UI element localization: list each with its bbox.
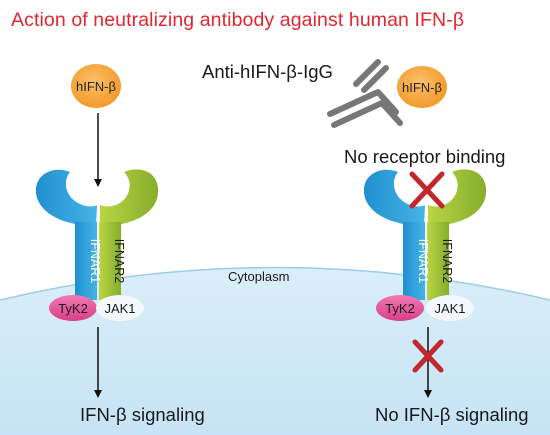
left-ligand-label: hIFN-β <box>76 79 116 94</box>
left-jak1 <box>96 295 144 321</box>
antibody-arm-upper <box>327 89 399 117</box>
left-ifnar1-extracellular <box>35 169 97 226</box>
right-tyk2-label: TyK2 <box>385 301 415 316</box>
right-ifnar1-label: IFNAR1 <box>416 239 430 284</box>
right-receptor-complex: IFNAR1 IFNAR2 TyK2 JAK1 <box>363 169 487 398</box>
left-outcome-label: IFN-β signaling <box>80 404 205 425</box>
right-outcome-label: No IFN-β signaling <box>375 404 529 425</box>
right-ifnar1-extracellular <box>363 169 425 226</box>
right-ifnar2-extracellular <box>428 169 487 226</box>
antibody-label: Anti-hIFN-β-IgG <box>202 61 333 82</box>
antibody-fc-upper <box>353 59 381 87</box>
antibody-bound-ligand-label: hIFN-β <box>402 80 442 95</box>
right-ifnar2-label: IFNAR2 <box>440 239 454 284</box>
left-tyk2 <box>49 295 97 321</box>
right-jak1-label: JAK1 <box>434 301 465 316</box>
left-ifnar1-stalk <box>75 222 97 300</box>
antibody-fc-lower <box>361 65 389 93</box>
antibody-igg: hIFN-β <box>327 59 447 128</box>
left-ifnar1-label: IFNAR1 <box>88 239 102 284</box>
left-ligand: hIFN-β <box>71 64 121 108</box>
left-ifnar2-stalk <box>99 222 121 300</box>
right-jak1 <box>426 295 474 321</box>
cytoplasm-label: Cytoplasm <box>228 269 290 284</box>
antibody-arm-lower <box>331 100 403 128</box>
signal-blocked-cross-icon <box>412 339 444 373</box>
antibody-bound-ligand <box>397 66 447 108</box>
left-ifnar2-extracellular <box>100 169 159 226</box>
no-receptor-binding-label: No receptor binding <box>344 146 506 167</box>
left-ifnar2-label: IFNAR2 <box>112 239 126 284</box>
left-jak1-label: JAK1 <box>104 301 135 316</box>
left-tyk2-label: TyK2 <box>58 301 88 316</box>
right-ifnar1-stalk <box>403 222 425 300</box>
right-tyk2 <box>376 295 424 321</box>
figure-title: Action of neutralizing antibody against … <box>11 9 465 31</box>
left-receptor-complex: hIFN-β IFNAR1 IFNAR2 TyK2 JAK1 <box>35 64 159 398</box>
binding-blocked-cross-icon <box>409 171 445 209</box>
right-ifnar2-stalk <box>427 222 449 300</box>
